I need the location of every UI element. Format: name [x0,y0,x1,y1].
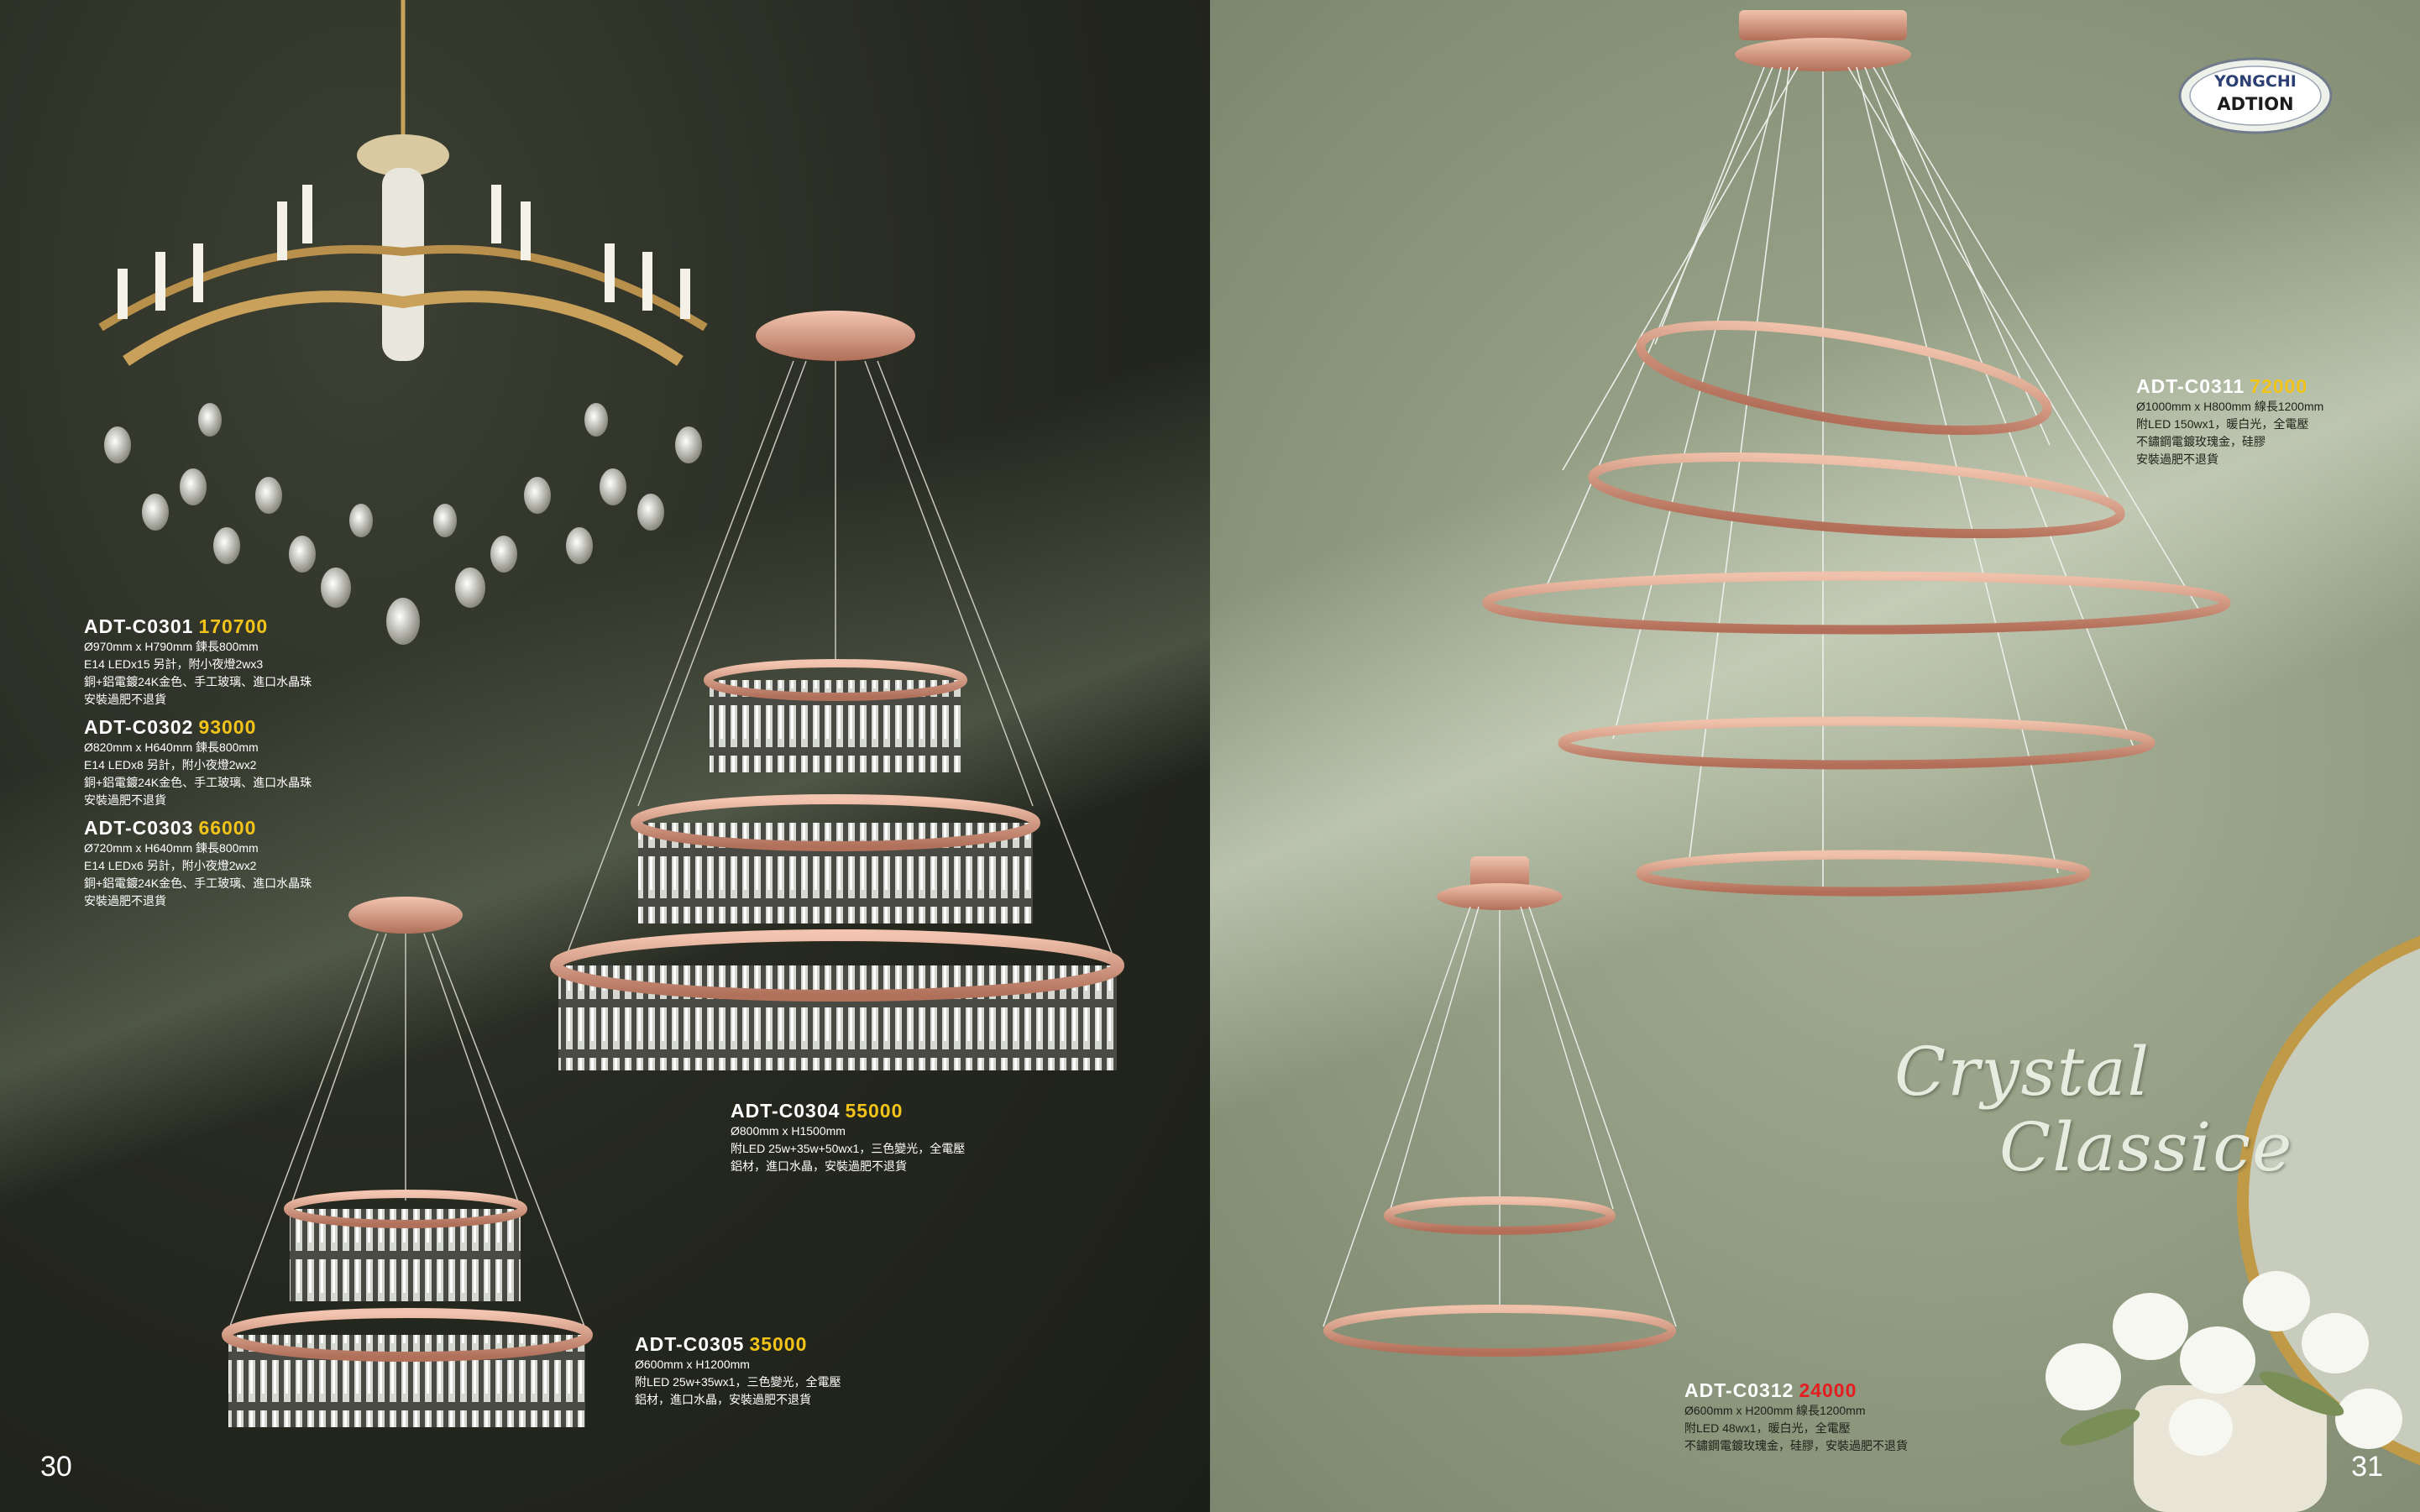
spec-line: 附LED 150wx1，暖白光，全電壓 [2136,417,2309,431]
collection-title-line2: Classice [1999,1108,2294,1186]
page-number-left: 30 [40,1451,72,1483]
product-price: 72000 [2250,375,2308,397]
spec-line: 安裝過肥不退貨 [84,693,166,706]
spec-line: 附LED 25w+35w+50wx1，三色變光，全電壓 [731,1142,966,1155]
spec-line: Ø600mm x H1200mm [635,1358,750,1371]
spec-line: 鋁材，進口水晶，安裝過肥不退貨 [731,1159,907,1173]
spec-line: Ø970mm x H790mm 鍊長800mm [84,640,259,653]
spec-line: E14 LEDx15 另計，附小夜燈2wx3 [84,657,264,671]
spec-line: Ø800mm x H1500mm [731,1124,846,1138]
chandelier-c0305-image [222,897,593,1427]
logo-badge-icon [2178,57,2333,134]
product-price: 93000 [198,716,257,738]
spec-line: 附LED 25w+35wx1，三色變光，全電壓 [635,1375,841,1389]
right-page: YONGCHI ADTION Crystal Classice ADT-C031… [1210,0,2420,1512]
spec-line: 銅+鋁電鍍24K金色、手工玻璃、進口水晶珠 [84,675,312,688]
product-price: 55000 [845,1100,904,1122]
spec-line: 銅+鋁電鍍24K金色、手工玻璃、進口水晶珠 [84,776,312,789]
spec-line: 附LED 48wx1，暖白光，全電壓 [1684,1421,1851,1435]
spec-line: 安裝過肥不退貨 [84,894,166,908]
product-price: 24000 [1799,1379,1857,1401]
spec-line: E14 LEDx8 另計，附小夜燈2wx2 [84,758,257,772]
spec-line: 鋁材，進口水晶，安裝過肥不退貨 [635,1393,811,1406]
pendant-c0311-image [1482,10,2231,897]
spec-line: Ø720mm x H640mm 鍊長800mm [84,841,259,855]
spec-line: 銅+鋁電鍍24K金色、手工玻璃、進口水晶珠 [84,876,312,890]
chandelier-c0301-image [98,0,708,645]
spec-line: Ø1000mm x H800mm 線長1200mm [2136,400,2324,413]
collection-title-line1: Crystal [1894,1033,2151,1111]
spec-line: Ø820mm x H640mm 鍊長800mm [84,740,259,754]
spec-line: 不鏽鋼電鍍玫瑰金，硅膠，安裝過肥不退貨 [1684,1439,1908,1452]
spec-line: 安裝過肥不退貨 [2136,453,2218,466]
chandelier-c0304-image [550,311,1124,1070]
product-price: 66000 [198,817,257,839]
product-price: 170700 [198,615,269,637]
spec-line: 不鏽鋼電鍍玫瑰金，硅膠 [2136,435,2265,448]
right-page-illustration [1323,10,2420,1512]
product-price: 35000 [749,1333,808,1355]
spec-line: Ø600mm x H200mm 線長1200mm [1684,1404,1866,1417]
page-number-right: 31 [2351,1451,2383,1483]
flower-vase-image [2045,1271,2402,1512]
logo-line2: ADTION [2217,94,2294,114]
pendant-c0312-image [1323,856,1677,1357]
spec-line: E14 LEDx6 另計，附小夜燈2wx2 [84,859,257,872]
brand-logo: YONGCHI ADTION [2176,54,2335,142]
left-page-illustration [98,0,1124,1427]
spec-line: 安裝過肥不退貨 [84,793,166,807]
logo-line1: YONGCHI [2214,72,2297,91]
